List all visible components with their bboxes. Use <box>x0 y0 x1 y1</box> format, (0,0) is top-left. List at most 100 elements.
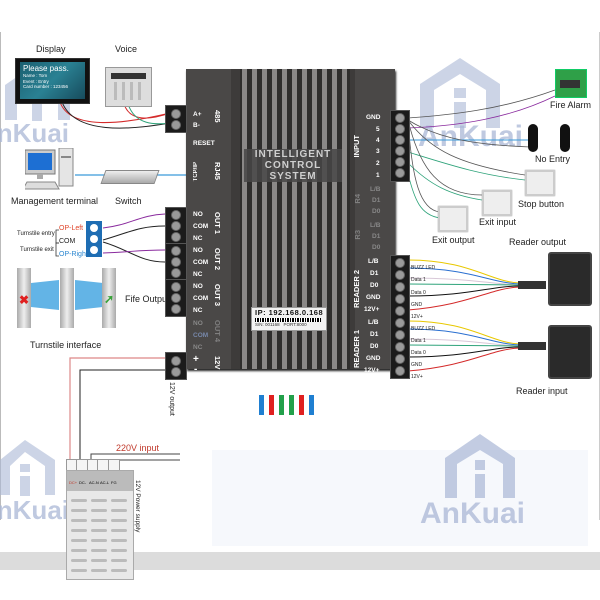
watermark-text: AnKuai <box>420 497 525 530</box>
watermark-text: AnKuai <box>0 495 69 525</box>
controller-title: INTELLIGENT CONTROL SYSTEM <box>244 149 342 182</box>
r3-lb: L/B <box>370 222 381 229</box>
out2-no: NO <box>193 247 203 254</box>
pin-b-minus: B- <box>193 122 200 129</box>
group-485: 485 <box>213 110 222 123</box>
input-5: 5 <box>376 126 380 133</box>
out4-com: COM <box>193 332 209 339</box>
pin-12v-plus: + <box>193 354 199 365</box>
out4-nc: NC <box>193 344 203 351</box>
exit-input-button-icon <box>482 190 512 216</box>
input-2: 2 <box>376 160 380 167</box>
220v-input-label: 220V input <box>116 443 160 453</box>
group-r3: R3 <box>353 230 362 240</box>
turnstile-post: ➚ <box>102 268 116 328</box>
wire-turnstile-com2 <box>102 241 166 263</box>
management-terminal-label: Management terminal <box>11 196 99 206</box>
wire-exitin-2 <box>407 119 483 196</box>
wire-12v-black <box>79 369 165 468</box>
terminal-block-readers <box>390 255 410 379</box>
reader2-lb: L/B <box>368 258 379 265</box>
turnstile-interface-label: Turnstile interface <box>30 340 102 350</box>
display-device: Please pass. Name : Tom Event : Entry Ca… <box>15 58 90 104</box>
wire-turnstile-com <box>102 225 166 241</box>
psu-ac-n: AC-N <box>89 480 99 485</box>
status-led <box>299 395 304 415</box>
reader1-12v: 12V+ <box>364 367 380 374</box>
watermark-text: AnKuai <box>0 118 69 148</box>
turnstile-entry-label: Turnstile entry <box>17 231 55 237</box>
card-reader-output-icon <box>548 252 592 306</box>
out3-nc: NC <box>193 307 203 314</box>
voice-module-icon <box>105 67 152 107</box>
reset-label: RESET <box>193 140 215 147</box>
reader2-wire-d0: Data 0 <box>411 290 426 296</box>
terminal-block-out1 <box>165 207 187 245</box>
turnstile-post: ✖ <box>17 268 31 328</box>
reader1-d0: D0 <box>370 343 379 350</box>
reader1-wire-gnd: GND <box>411 362 423 368</box>
out1-nc: NC <box>193 235 203 242</box>
r4-d0: D0 <box>372 208 381 215</box>
display-label: Display <box>36 44 66 54</box>
reader2-12v: 12V+ <box>364 306 380 313</box>
fife-output-label: Fife Output <box>125 294 170 304</box>
fire-alarm-label: Fire Alarm <box>550 100 592 110</box>
wire-noentry-2 <box>407 119 531 148</box>
out2-nc: NC <box>193 271 203 278</box>
out3-no: NO <box>193 283 203 290</box>
display-line-event: Event : Entry <box>23 78 49 84</box>
reader1-d1: D1 <box>370 331 379 338</box>
out3-com: COM <box>193 295 209 302</box>
watermark-logo-icon <box>445 434 515 498</box>
r3-d0: D0 <box>372 244 381 251</box>
reader1-gnd: GND <box>366 355 381 362</box>
wire-turnstile-left <box>102 213 166 229</box>
wire-12v-red <box>69 357 165 468</box>
r3-d1: D1 <box>372 233 381 240</box>
turnstile-post <box>60 268 74 328</box>
turnstile-flap <box>31 280 59 310</box>
bottom-band <box>0 552 600 570</box>
ip-address: IP: 192.168.0.168 <box>255 308 324 317</box>
reader2-wire-d1: Data 1 <box>411 277 426 283</box>
beam-sensor-icon <box>560 124 570 152</box>
pin-12v-minus: - <box>194 364 198 375</box>
tcpip-label: TCP/IP <box>193 162 199 182</box>
reader-input-cable <box>407 320 546 372</box>
reader-output-label: Reader output <box>509 237 567 247</box>
wire-voice-red <box>123 103 171 119</box>
op-left-label: OP-Left <box>59 225 84 232</box>
out2-com: COM <box>193 259 209 266</box>
reader1-lb: L/B <box>368 319 379 326</box>
group-out2: OUT 2 <box>213 248 222 271</box>
wire-exitin <box>407 162 483 201</box>
wire-stop-2 <box>407 119 526 176</box>
terminal-block-out2 <box>165 243 187 281</box>
terminal-block-out3 <box>165 279 187 317</box>
no-entry-label: No Entry <box>535 154 571 164</box>
computer-icon <box>25 148 74 190</box>
reader1-wire-12v: 12V+ <box>411 374 423 380</box>
stop-cross-icon: ✖ <box>19 293 30 307</box>
display-line-name: Name : Tom <box>23 73 48 78</box>
turnstile-exit-bracket <box>55 242 59 257</box>
input-gnd: GND <box>366 114 381 121</box>
terminal-block-12v <box>165 352 187 380</box>
fire-alarm-icon <box>555 69 587 98</box>
pin-a-plus: A+ <box>193 111 202 118</box>
watermark-panel <box>212 450 588 546</box>
wire-exitout-2 <box>407 119 441 213</box>
watermark-logo-icon <box>0 440 55 496</box>
exit-output-label: Exit output <box>432 235 475 245</box>
r4-d1: D1 <box>372 197 381 204</box>
input-3: 3 <box>376 148 380 155</box>
status-led <box>279 395 284 415</box>
barcode-icon <box>255 318 321 322</box>
go-arrow-icon: ➚ <box>104 292 115 306</box>
ip-label: IP: 192.168.0.168 S/N: 001168 PORT:8000 <box>251 307 327 331</box>
reader-output-cable <box>407 259 546 311</box>
reader2-d0: D0 <box>370 282 379 289</box>
psu-fg: FG <box>111 480 117 485</box>
reader2-wire-buzz: BUZZ LED <box>411 265 436 271</box>
